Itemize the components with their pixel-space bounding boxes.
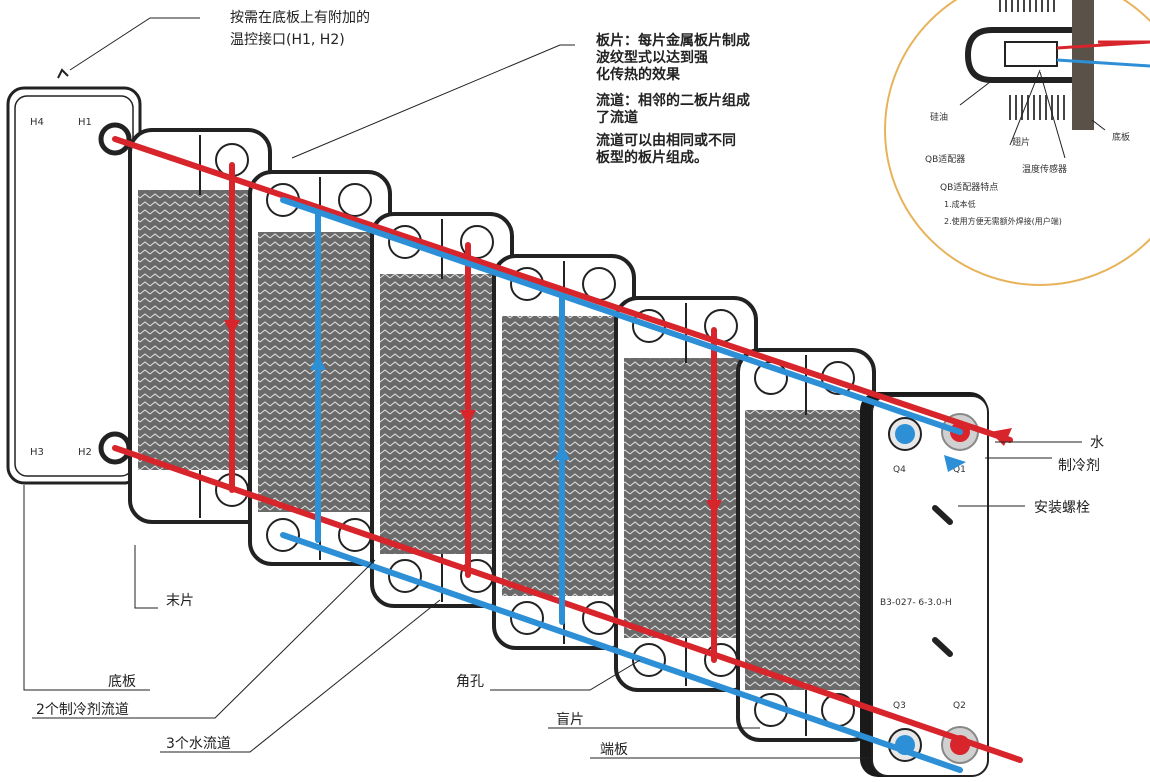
- label-plate-desc-6: 流道可以由相同或不同: [596, 132, 736, 149]
- leader-base-plate: [23, 485, 150, 691]
- inset-label-adapter: QB适配器: [925, 154, 965, 165]
- label-plate-desc-4: 流道：相邻的二板片组成: [596, 92, 750, 109]
- bolt-top: [932, 505, 953, 525]
- port-q3-label: Q3: [893, 701, 906, 711]
- label-water-channels: 3个水流道: [166, 736, 231, 752]
- label-refrigerant: 制冷剂: [1058, 458, 1100, 474]
- water-bottom-path: [280, 532, 963, 773]
- port-q1-label: Q1: [953, 465, 966, 475]
- inset-features-title: QB适配器特点: [940, 181, 998, 193]
- leader-temp-port: [69, 17, 200, 71]
- bolt-bottom: [932, 637, 953, 657]
- base-plate: H4 H1 H3 H2: [6, 68, 142, 485]
- inset-feature-2: 2.使用方便无需额外焊接(用户端): [944, 216, 1062, 226]
- sensor-inset: 硅油 翅片 底板 QB适配器 温度传感器 QB适配器特点 1.成本低 2.使用方…: [884, 0, 1150, 286]
- front-plate: Q4 Q1 Q3 Q2 B3-027- 6-3.0-H: [860, 392, 989, 777]
- port-q4-label: Q4: [893, 465, 906, 475]
- label-base-plate: 底板: [108, 674, 136, 690]
- label-temp-port-2: 温控接口(H1, H2): [230, 31, 345, 48]
- label-plate-desc-5: 了流道: [596, 109, 638, 126]
- refrigerant-arrowheads: [224, 320, 1012, 516]
- plate-6: [614, 296, 758, 692]
- label-bolt: 安装螺栓: [1034, 500, 1090, 516]
- blind-plate: [736, 348, 876, 742]
- leader-plate-desc: [291, 44, 575, 159]
- leader-corner-hole: [490, 659, 641, 691]
- label-temp-port-1: 按需在底板上有附加的: [230, 10, 370, 26]
- refrigerant-bottom-path: [112, 445, 1023, 763]
- label-plate-desc-3: 化传热的效果: [596, 66, 681, 83]
- label-end-plate: 末片: [166, 593, 194, 609]
- model-number: B3-027- 6-3.0-H: [880, 598, 952, 608]
- leader-refrigerant-channels: [32, 559, 376, 719]
- water-top-path: [280, 197, 963, 435]
- label-blind-plate: 盲片: [556, 711, 584, 728]
- inset-wall: [1072, 0, 1094, 130]
- port-h4-label: H4: [30, 117, 44, 128]
- label-plate-desc-7: 板型的板片组成。: [596, 149, 708, 166]
- inset-label-silicone: 硅油: [930, 111, 948, 123]
- port-h1-label: H1: [78, 117, 92, 128]
- leader-end-plate: [134, 545, 158, 609]
- water-arrowheads: [310, 354, 966, 472]
- water-flow: [280, 197, 963, 773]
- label-plate-desc-1: 板片：每片金属板片制成: [596, 32, 750, 49]
- label-refrigerant-channels: 2个制冷剂流道: [36, 702, 129, 718]
- annotation-leaders: [23, 17, 1082, 759]
- inset-feature-1: 1.成本低: [944, 199, 976, 209]
- inset-label-base: 底板: [1112, 131, 1130, 143]
- inset-label-sensor: 温度传感器: [1022, 163, 1067, 175]
- inset-label-fin: 翅片: [1012, 136, 1030, 148]
- label-plate-desc-2: 波纹型式以达到强: [596, 49, 708, 66]
- label-front-plate: 端板: [600, 742, 628, 758]
- leader-water-channels: [160, 599, 441, 753]
- port-h3-label: H3: [30, 447, 44, 458]
- refrigerant-top-path: [112, 136, 1013, 443]
- label-corner-hole: 角孔: [456, 674, 484, 690]
- port-h2-label: H2: [78, 447, 92, 458]
- label-water: 水: [1090, 435, 1104, 451]
- sensor-body: [1004, 41, 1058, 67]
- port-q2-label: Q2: [953, 701, 966, 711]
- plate-4: [370, 212, 514, 608]
